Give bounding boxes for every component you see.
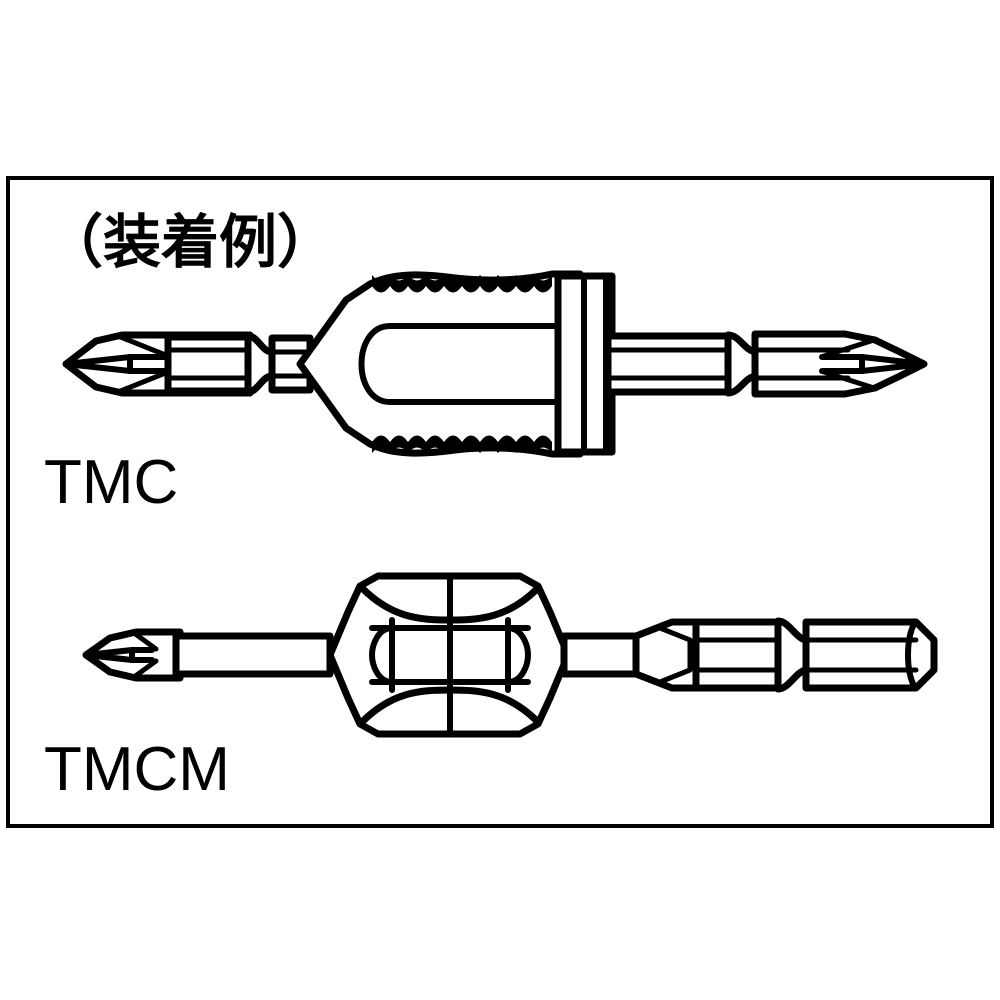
diagram-border xyxy=(6,176,994,828)
hex-facet-lines-left xyxy=(165,347,253,381)
hex-facet-lines-b xyxy=(805,637,919,673)
flat-hex-end-right xyxy=(905,621,917,689)
hex-shank-right-b xyxy=(802,618,938,692)
phillips-flank-right xyxy=(821,337,877,391)
spool-inner-sleeve xyxy=(389,617,511,693)
knurling-top xyxy=(372,275,552,293)
hex-facet-lines-right-bit xyxy=(754,347,851,381)
spool-inner-collar-left xyxy=(369,625,395,685)
knurling-bottom xyxy=(372,435,552,453)
label-tmcm: TMCM xyxy=(44,735,230,804)
hex-shank-right xyxy=(604,332,734,396)
phillips-tip-detail-left xyxy=(63,354,173,374)
assembly-tmc xyxy=(62,270,928,458)
caption-mounting-example: （装着例） xyxy=(45,208,335,276)
phillips-tip-detail-left-small xyxy=(83,647,155,663)
label-tmc: TMC xyxy=(44,448,178,517)
hex-facet-lines-a xyxy=(695,637,785,673)
retaining-groove-left xyxy=(244,332,276,396)
phillips-flank-left xyxy=(115,333,171,395)
phillips-tip-detail-right xyxy=(819,354,927,374)
taper-facet-lines xyxy=(657,625,693,685)
holder-internal-bore xyxy=(358,323,563,405)
slim-shaft-right xyxy=(560,632,644,678)
hex-shank-right-a xyxy=(692,618,784,692)
phillips-flank-left-small xyxy=(131,630,159,680)
spool-sleeve-top-line xyxy=(369,625,531,685)
hex-facet-lines-right xyxy=(609,347,735,381)
spool-inner-collar-right xyxy=(505,625,531,685)
assembly-tmcm xyxy=(82,572,938,738)
hex-shank-left xyxy=(164,333,252,395)
slim-shaft-left xyxy=(172,632,334,678)
magnetic-holder-body xyxy=(296,270,584,458)
